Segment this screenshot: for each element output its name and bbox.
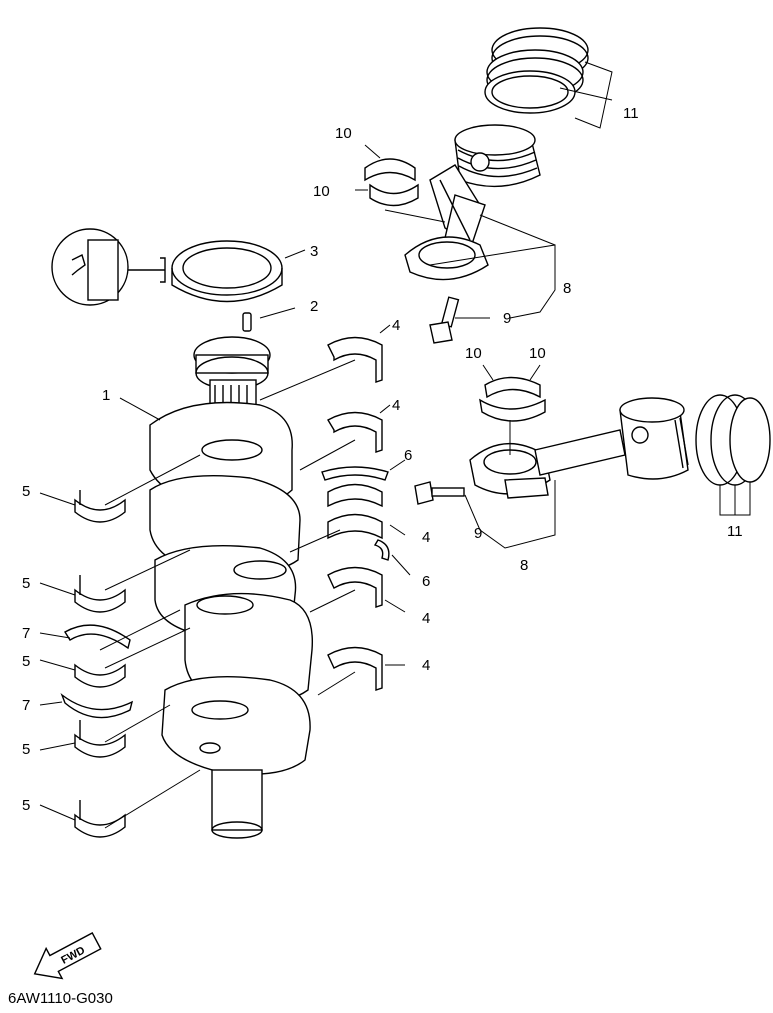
callout-5-b: 5: [22, 575, 30, 592]
callout-6-a: 6: [404, 447, 412, 464]
callout-5-d: 5: [22, 741, 30, 758]
callout-7-a: 7: [22, 625, 30, 642]
lower-connecting-rod: [469, 429, 626, 499]
callout-6-b: 6: [422, 573, 430, 590]
callout-5-e: 5: [22, 797, 30, 814]
callout-10-d: 10: [529, 345, 546, 362]
lower-piston: [619, 397, 689, 480]
callout-4-c: 4: [422, 529, 430, 546]
callout-4-a: 4: [392, 317, 400, 334]
callout-5-c: 5: [22, 653, 30, 670]
callout-labels: 1 2 3 4 4 4 4 4 5 5 5 5 5 6 6 7 7 8 8 9 …: [22, 105, 743, 814]
callout-4-d: 4: [422, 610, 430, 627]
upper-rod-bolt: [429, 296, 460, 344]
oil-seal-detail-inset: [51, 228, 166, 306]
callout-1: 1: [102, 387, 110, 404]
callout-9-b: 9: [474, 525, 482, 542]
thrust-washers-7: [60, 624, 134, 719]
callout-10-a: 10: [335, 125, 352, 142]
callout-8-b: 8: [520, 557, 528, 574]
callout-10-b: 10: [313, 183, 330, 200]
crankshaft: [149, 336, 314, 839]
dowel-pin: [242, 312, 252, 332]
callout-4-e: 4: [422, 657, 430, 674]
callout-11-b: 11: [727, 523, 743, 540]
callout-8-a: 8: [563, 280, 571, 297]
lower-bearings-5: [74, 490, 126, 838]
callout-2: 2: [310, 298, 318, 315]
upper-rod-bearing-halves: [364, 158, 419, 207]
callout-4-b: 4: [392, 397, 400, 414]
lower-rod-bolt: [414, 481, 465, 505]
leader-lines: [39, 61, 751, 829]
callout-5-a: 5: [22, 483, 30, 500]
thrust-washers-6: [321, 466, 390, 561]
callout-10-c: 10: [465, 345, 482, 362]
callout-3: 3: [310, 243, 318, 260]
callout-7-b: 7: [22, 697, 30, 714]
lower-rod-bearing-halves: [479, 376, 546, 422]
main-bearings: [327, 336, 383, 691]
callout-11-a: 11: [623, 105, 639, 122]
upper-connecting-rod: [404, 164, 489, 281]
lower-piston-rings: [695, 394, 771, 486]
callout-9-a: 9: [503, 310, 511, 327]
oil-seal: [171, 240, 283, 303]
forward-direction-arrow: FWD: [33, 932, 102, 980]
upper-piston-rings: [484, 27, 589, 114]
diagram-code: 6AW1110-G030: [8, 990, 113, 1007]
upper-piston: [454, 124, 541, 188]
